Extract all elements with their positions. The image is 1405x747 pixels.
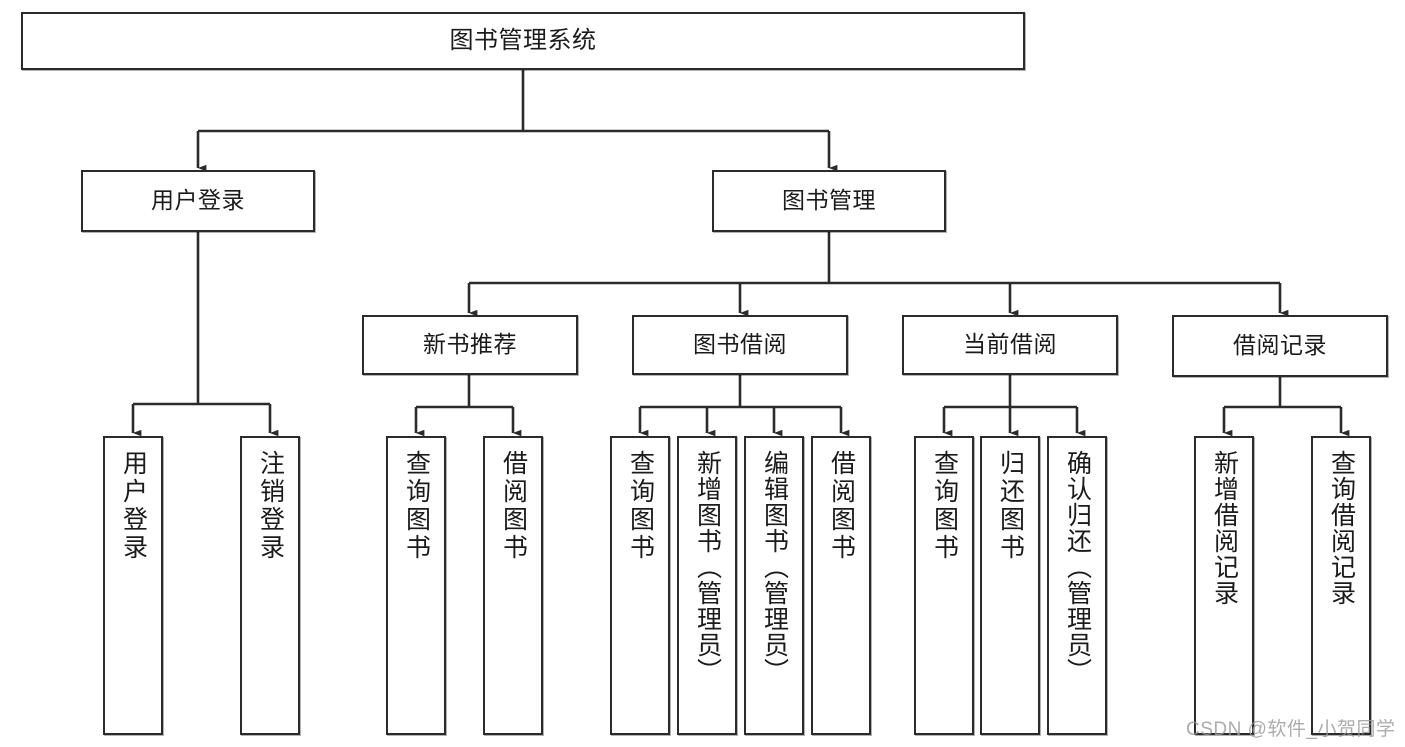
csdn-watermark: CSDN @软件_小贺同学 bbox=[1186, 719, 1396, 740]
node-user-login-label: 用户登录 bbox=[151, 187, 245, 214]
leaf-book-borrow-edit[interactable]: 编辑图书（管理员） bbox=[744, 436, 804, 735]
leaf-user-login-signin-label: 用户登录 bbox=[119, 450, 148, 562]
leaf-new-book-borrow[interactable]: 借阅图书 bbox=[483, 436, 543, 735]
leaf-book-borrow-query-label: 查询图书 bbox=[626, 450, 655, 562]
leaf-new-book-query-label: 查询图书 bbox=[402, 450, 431, 562]
node-book-manage[interactable]: 图书管理 bbox=[712, 170, 946, 232]
leaf-current-borrow-return-label: 归还图书 bbox=[996, 450, 1025, 562]
leaf-new-book-query[interactable]: 查询图书 bbox=[386, 436, 446, 735]
leaf-book-borrow-add-label: 新增图书（管理员） bbox=[693, 450, 722, 684]
node-new-book-recommend-label: 新书推荐 bbox=[423, 331, 517, 358]
leaf-borrow-record-add-label: 新增借阅记录 bbox=[1210, 450, 1239, 606]
leaf-user-login-signout-label: 注销登录 bbox=[256, 450, 285, 562]
leaf-current-borrow-confirm-return-label: 确认归还（管理员） bbox=[1063, 450, 1092, 684]
leaf-current-borrow-query[interactable]: 查询图书 bbox=[914, 436, 974, 735]
leaf-user-login-signout[interactable]: 注销登录 bbox=[240, 436, 300, 735]
node-current-borrow[interactable]: 当前借阅 bbox=[902, 315, 1118, 375]
node-new-book-recommend[interactable]: 新书推荐 bbox=[362, 315, 578, 375]
leaf-book-borrow-query[interactable]: 查询图书 bbox=[610, 436, 670, 735]
node-user-login[interactable]: 用户登录 bbox=[81, 170, 315, 232]
node-book-borrow-label: 图书借阅 bbox=[693, 331, 787, 358]
node-book-manage-label: 图书管理 bbox=[782, 187, 876, 214]
leaf-current-borrow-query-label: 查询图书 bbox=[930, 450, 959, 562]
leaf-user-login-signin[interactable]: 用户登录 bbox=[103, 436, 163, 735]
leaf-book-borrow-add[interactable]: 新增图书（管理员） bbox=[677, 436, 737, 735]
leaf-book-borrow-lend[interactable]: 借阅图书 bbox=[811, 436, 871, 735]
node-root-system-label: 图书管理系统 bbox=[449, 26, 597, 54]
leaf-borrow-record-query[interactable]: 查询借阅记录 bbox=[1311, 436, 1371, 735]
leaf-book-borrow-lend-label: 借阅图书 bbox=[827, 450, 856, 562]
leaf-book-borrow-edit-label: 编辑图书（管理员） bbox=[760, 450, 789, 684]
node-borrow-record-label: 借阅记录 bbox=[1233, 332, 1327, 359]
leaf-new-book-borrow-label: 借阅图书 bbox=[499, 450, 528, 562]
node-current-borrow-label: 当前借阅 bbox=[963, 331, 1057, 358]
node-root-system[interactable]: 图书管理系统 bbox=[21, 12, 1025, 70]
node-book-borrow[interactable]: 图书借阅 bbox=[632, 315, 848, 375]
leaf-current-borrow-confirm-return[interactable]: 确认归还（管理员） bbox=[1047, 436, 1107, 735]
node-borrow-record[interactable]: 借阅记录 bbox=[1172, 315, 1388, 377]
leaf-borrow-record-query-label: 查询借阅记录 bbox=[1327, 450, 1356, 606]
leaf-current-borrow-return[interactable]: 归还图书 bbox=[980, 436, 1040, 735]
leaf-borrow-record-add[interactable]: 新增借阅记录 bbox=[1194, 436, 1254, 735]
